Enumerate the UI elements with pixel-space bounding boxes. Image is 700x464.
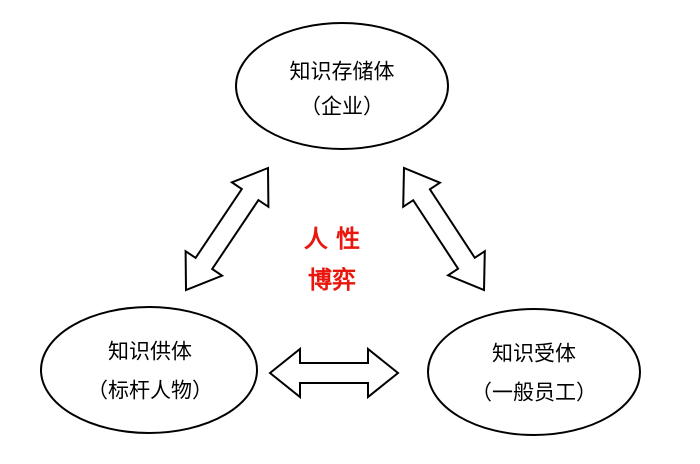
node-top: 知识存储体 （企业） <box>235 22 449 150</box>
center-label-line2: 博弈 <box>308 266 356 294</box>
node-left-subtitle: （标杆人物） <box>87 379 213 403</box>
double-arrow-icon <box>268 346 400 400</box>
node-left: 知识供体 （标杆人物） <box>40 306 258 434</box>
node-right-title: 知识受体 <box>492 342 576 366</box>
node-right-subtitle: （一般员工） <box>471 381 597 405</box>
node-left-ellipse <box>40 306 258 434</box>
node-right: 知识受体 （一般员工） <box>427 308 641 436</box>
node-right-ellipse <box>427 308 641 436</box>
node-top-subtitle: （企业） <box>300 95 384 119</box>
node-left-title: 知识供体 <box>108 340 192 364</box>
double-arrow-icon <box>402 166 486 292</box>
node-top-title: 知识存储体 <box>290 60 395 84</box>
node-top-ellipse <box>235 22 449 150</box>
double-arrow-icon <box>184 166 270 292</box>
center-label-line1: 人 性 <box>304 225 360 253</box>
